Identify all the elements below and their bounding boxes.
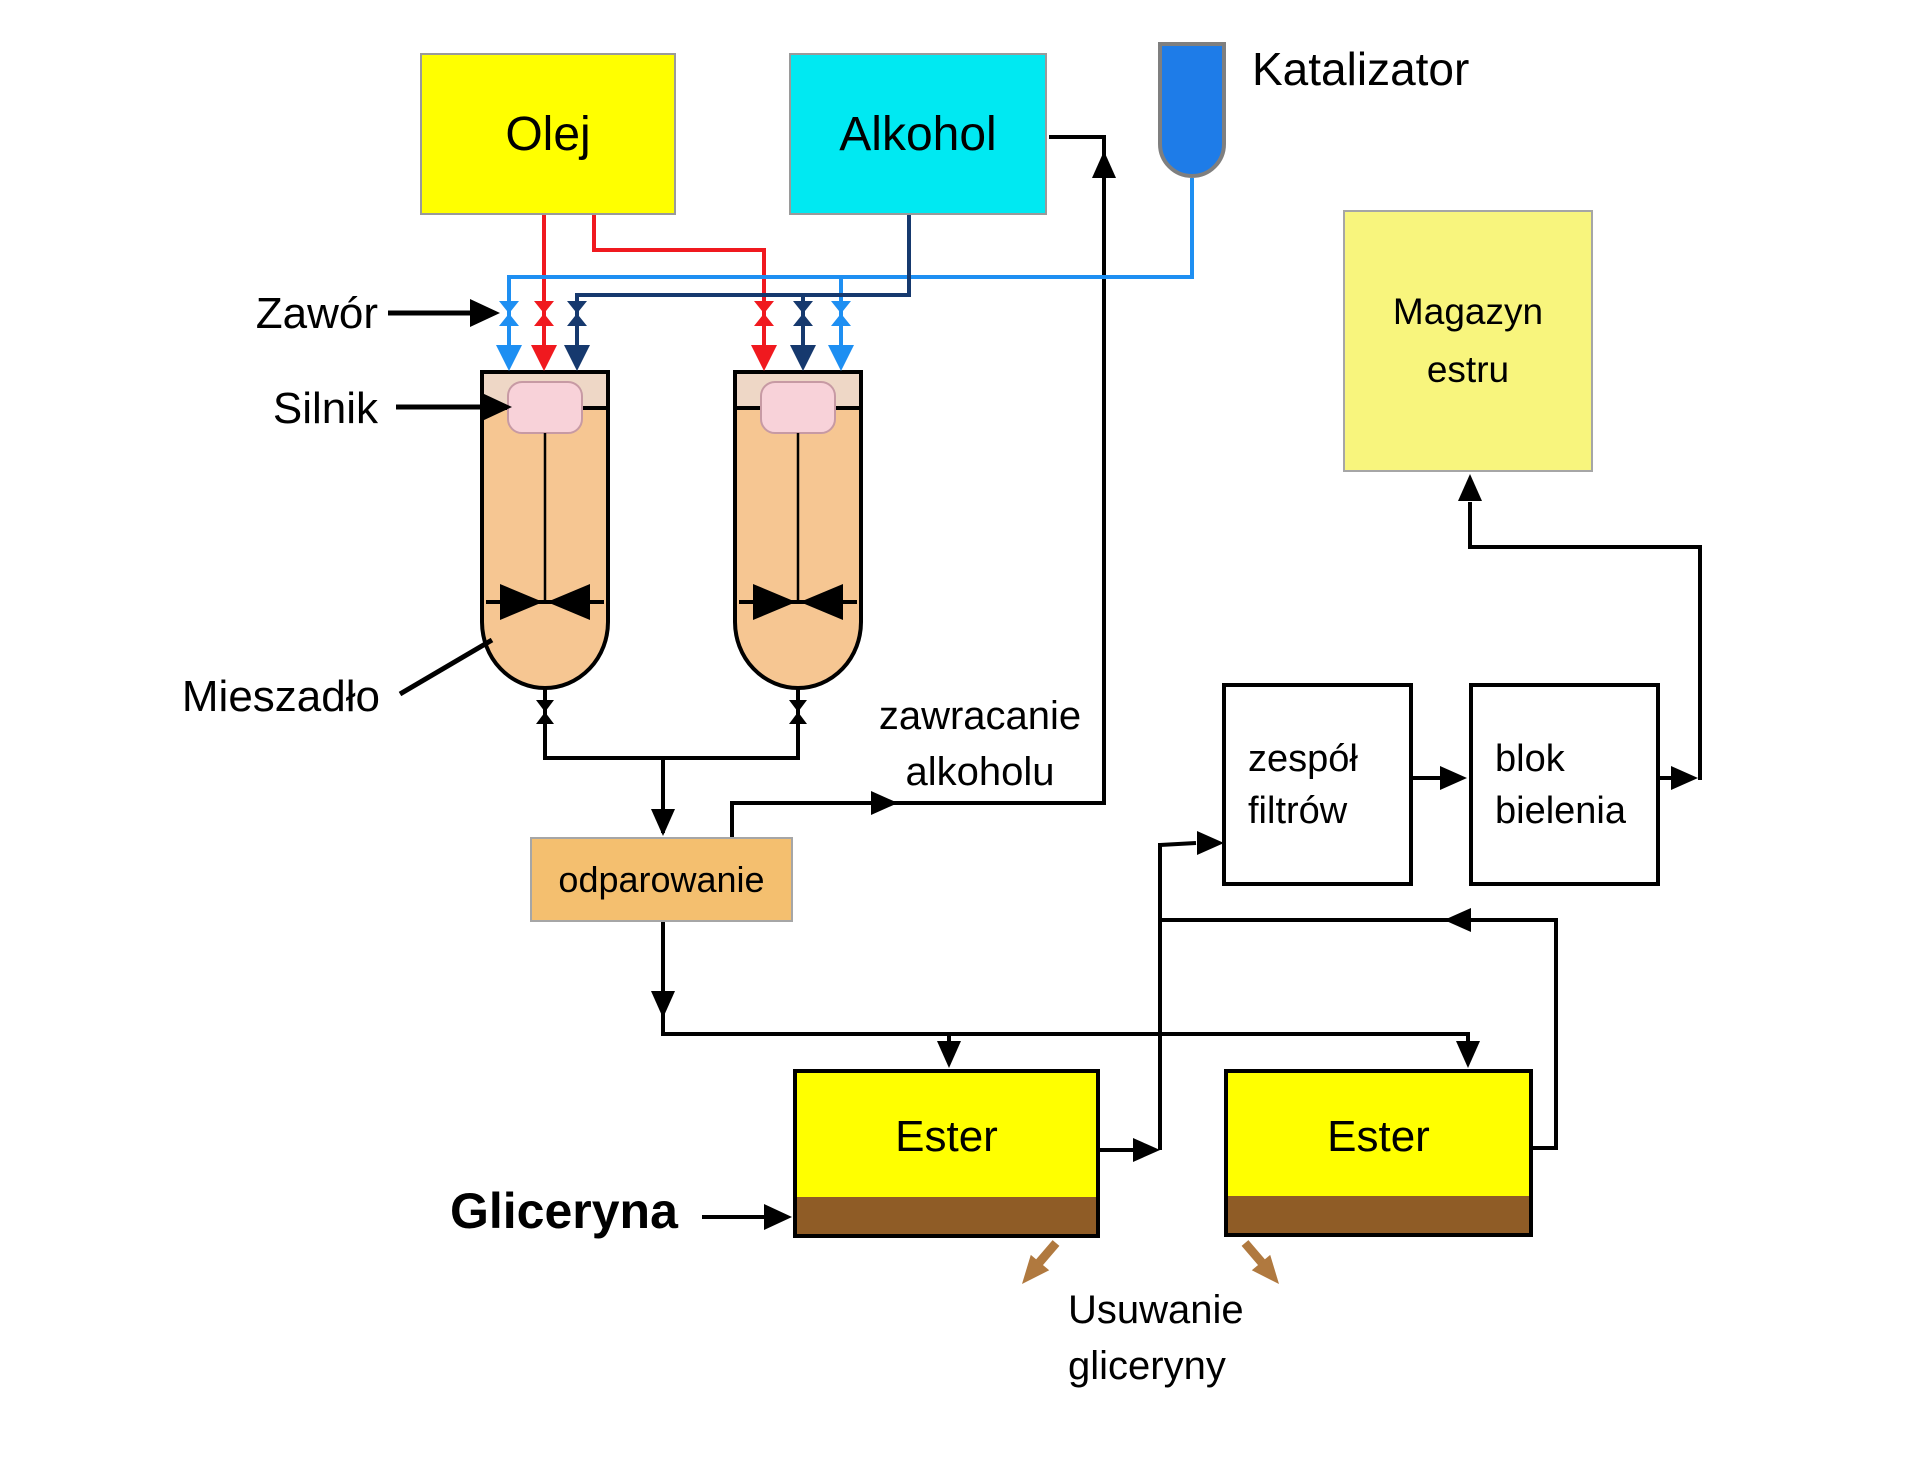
reactor-vessel-1 <box>480 370 610 690</box>
alcohol-label: Alkohol <box>839 107 997 161</box>
ester-feed-header-pipe <box>663 1032 1470 1046</box>
oil-arrow-2-icon <box>751 345 777 371</box>
filter-unit-box: zespół filtrów <box>1222 683 1413 886</box>
glycerin-removal-label-line2: gliceryny <box>1068 1344 1226 1388</box>
glycerin-removal-label: Usuwanie gliceryny <box>1068 1282 1308 1394</box>
arrow-into-ester2-icon <box>1456 1041 1480 1068</box>
oil-valve-1-icon <box>534 301 554 326</box>
drain-arrow-1-icon <box>1022 1254 1050 1284</box>
ester2-return-pipe <box>1160 918 1558 1150</box>
evaporation-down-arrow-icon <box>651 991 675 1018</box>
motor-icon <box>507 381 583 434</box>
alcohol-recycle-pipe <box>730 135 1106 837</box>
oil-feed-pipes <box>531 215 777 371</box>
alcohol-pipe-main <box>575 215 911 350</box>
catalyst-feed-pipes <box>496 178 1194 371</box>
black-pipes <box>536 135 1702 1230</box>
arrow-into-storage-icon <box>1458 474 1482 501</box>
filter-unit-label-line1: zespół <box>1248 737 1358 780</box>
bleaching-unit-label-line1: blok <box>1495 737 1565 780</box>
annotation-pointers <box>388 299 512 697</box>
ester-storage-box: Magazyn estru <box>1343 210 1593 472</box>
catalyst-label: Katalizator <box>1252 43 1470 95</box>
drain-arrow-2-icon <box>1251 1254 1279 1284</box>
ester-storage-label-line1: Magazyn <box>1392 291 1544 332</box>
filter-inlet-stub <box>1159 841 1197 847</box>
valve-annotation-label: Zawór <box>255 289 378 338</box>
arrow-into-filters-icon <box>1197 831 1224 855</box>
evaporation-box: odparowanie <box>530 837 793 922</box>
glycerin-removal-label-line1: Usuwanie <box>1068 1288 1244 1332</box>
bleaching-unit-label-line2: bielenia <box>1495 789 1626 832</box>
mixer-annotation-label: Mieszadło <box>181 672 380 721</box>
oil-pipe-2 <box>592 215 766 350</box>
drain-arrow-1-shaft <box>1034 1240 1060 1267</box>
alcohol-feed-pipes <box>564 215 911 371</box>
alcohol-recycle-label-line1: zawracanie <box>878 694 1082 738</box>
mixer-blade-right-icon <box>800 584 843 620</box>
mixer-blade-left-icon <box>500 584 543 620</box>
bleaching-unit-box: blok bielenia <box>1469 683 1660 886</box>
ester-tank-2-label: Ester <box>1327 1112 1430 1161</box>
arrow-into-evaporation-icon <box>651 809 675 836</box>
catalyst-arrow-1-icon <box>496 345 522 371</box>
bleaching-outlet-arrow-icon <box>1671 766 1698 790</box>
return-left-arrow-icon <box>1444 908 1471 932</box>
ester-storage-label-line2: estru <box>1426 349 1510 390</box>
catalyst-flask-icon <box>1158 42 1226 178</box>
ester-tank-2: Ester <box>1224 1069 1533 1237</box>
alcohol-recycle-label-line2: alkoholu <box>905 750 1055 794</box>
recycle-right-arrow-icon <box>871 791 898 815</box>
filter-unit-label-line2: filtrów <box>1248 789 1348 832</box>
oil-source-box: Olej <box>420 53 676 215</box>
oil-valve-2-icon <box>754 301 774 326</box>
reactor2-bottom-valve-icon <box>789 700 807 724</box>
ester-tank-2-glycerin-layer <box>1228 1196 1529 1233</box>
ester-tank-1: Ester <box>793 1069 1100 1238</box>
recycle-up-arrow-icon <box>1092 151 1116 178</box>
mixer-blade-left-icon <box>753 584 796 620</box>
alcohol-valve-2-icon <box>793 301 813 326</box>
mieszadlo-pointer-line <box>398 637 494 697</box>
catalyst-arrow-2-icon <box>828 345 854 371</box>
to-storage-pipe <box>1468 502 1702 780</box>
alcohol-arrow-2-icon <box>790 345 816 371</box>
alcohol-valve-1-icon <box>567 301 587 326</box>
catalyst-valve-1-icon <box>499 301 519 326</box>
motor-annotation-label: Silnik <box>272 384 378 433</box>
ester1-outlet-arrow-icon <box>1133 1138 1160 1162</box>
alcohol-source-box: Alkohol <box>789 53 1047 215</box>
catalyst-valve-2-icon <box>831 301 851 326</box>
silnik-pointer-arrow-icon <box>482 393 512 421</box>
oil-arrow-1-icon <box>531 345 557 371</box>
reactor-vessel-2 <box>733 370 863 690</box>
reactor1-bottom-valve-icon <box>536 700 554 724</box>
oil-label: Olej <box>505 107 591 161</box>
zawor-pointer-arrow-icon <box>470 299 500 327</box>
glycerin-inlet-arrow-icon <box>764 1204 792 1230</box>
alcohol-recycle-label: zawracanie alkoholu <box>852 688 1108 800</box>
ester-tank-1-glycerin-layer <box>797 1197 1096 1234</box>
motor-icon <box>760 381 836 434</box>
arrow-into-bleaching-icon <box>1440 766 1467 790</box>
glycerin-inlet-label: Gliceryna <box>450 1183 678 1239</box>
evaporation-label: odparowanie <box>558 858 765 900</box>
mixer-blade-right-icon <box>547 584 590 620</box>
glycerin-drain-arrows <box>1022 1240 1279 1284</box>
alcohol-arrow-1-icon <box>564 345 590 371</box>
ester-tank-1-label: Ester <box>895 1112 998 1161</box>
arrow-into-ester1-icon <box>937 1041 961 1068</box>
drain-arrow-2-shaft <box>1241 1240 1267 1267</box>
